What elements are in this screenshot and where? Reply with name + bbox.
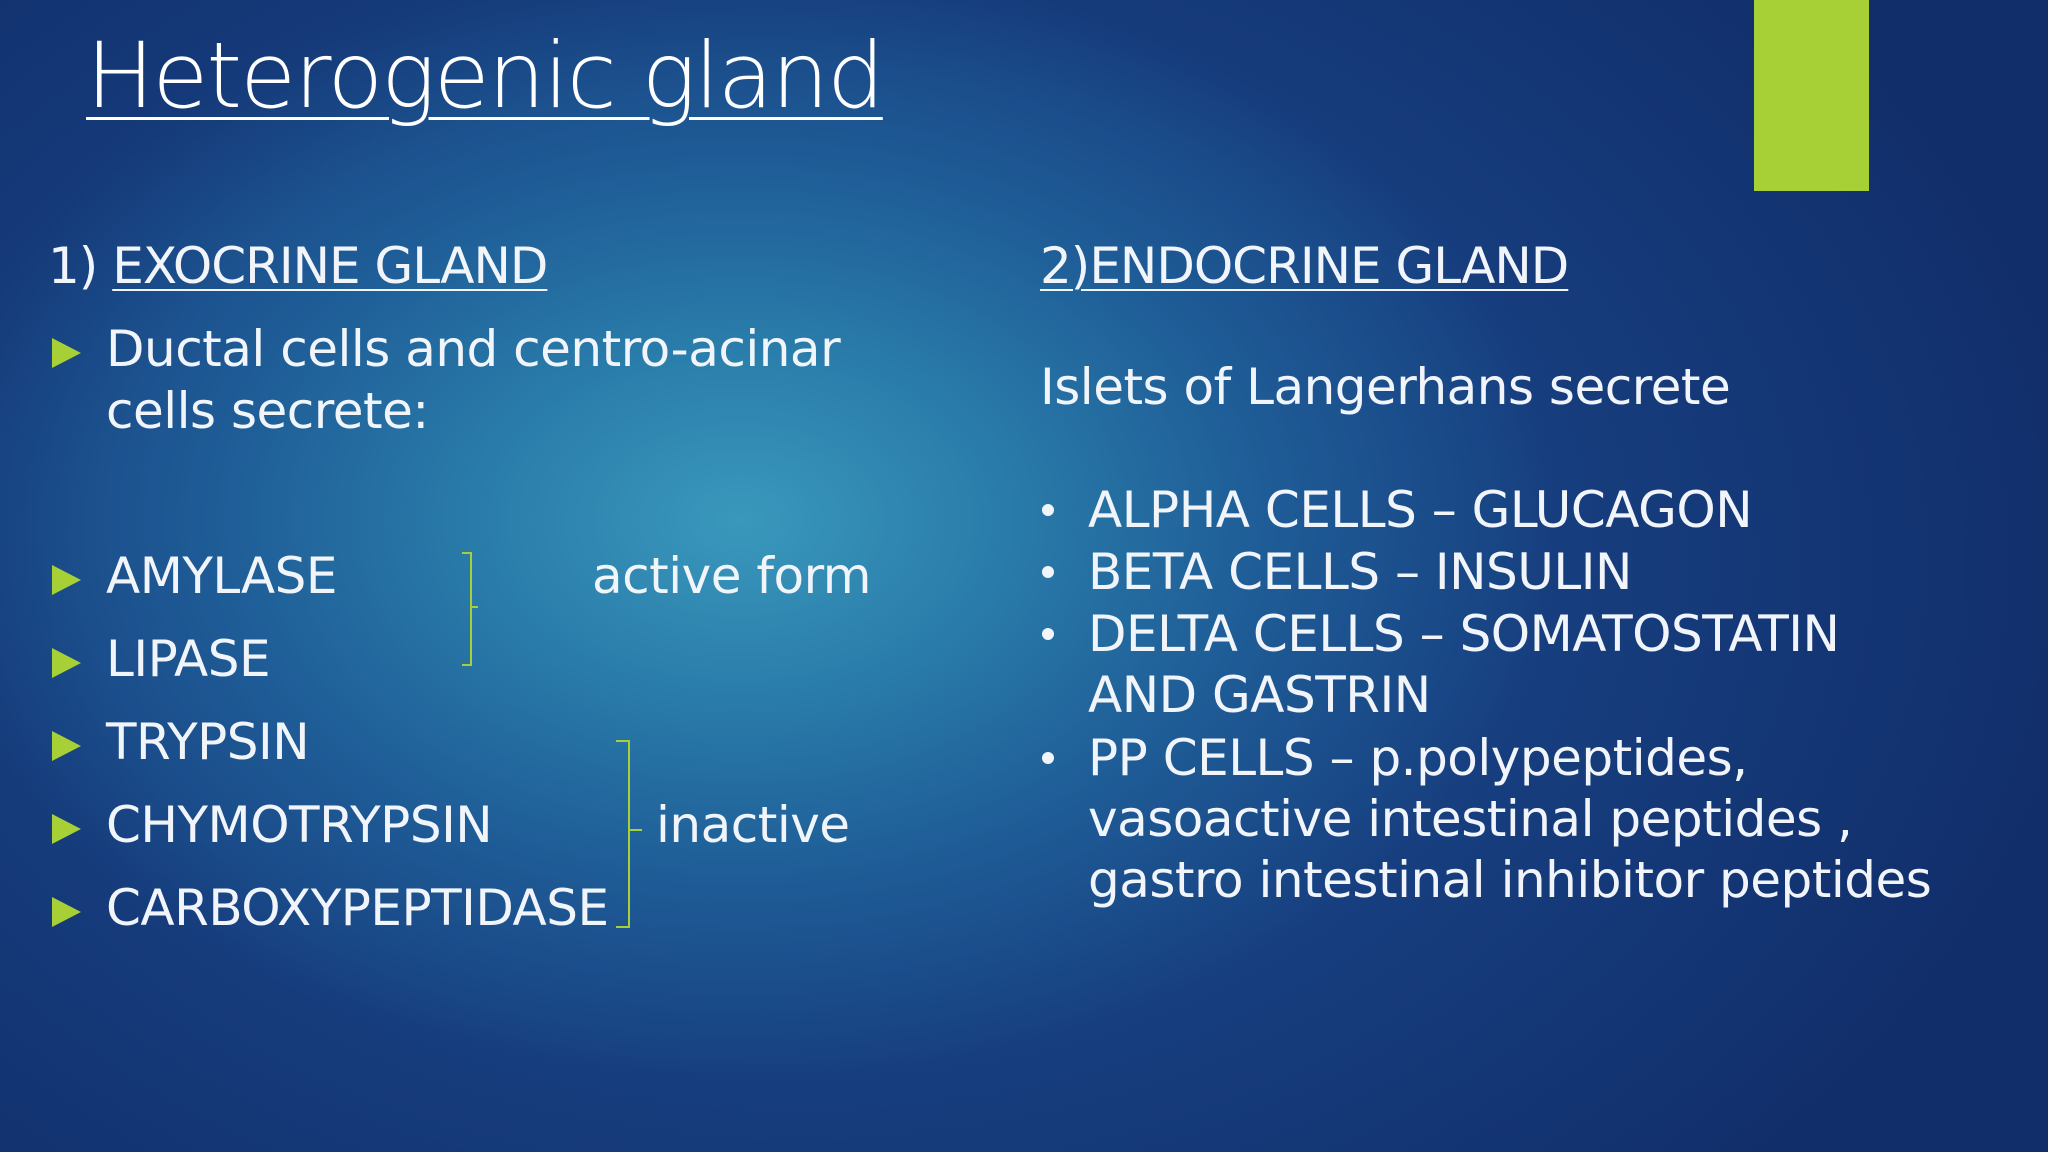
endocrine-heading-text: 2)ENDOCRINE GLAND bbox=[1040, 237, 1569, 295]
bullet-arrow-icon bbox=[52, 338, 81, 368]
active-form-brace-tick bbox=[470, 606, 478, 608]
inactive-label: inactive bbox=[656, 796, 850, 854]
exocrine-heading: 1) EXOCRINE GLAND bbox=[48, 236, 548, 296]
bullet-arrow-icon bbox=[52, 565, 81, 595]
enzyme-item: LIPASE bbox=[106, 630, 271, 688]
bullet-dot-icon bbox=[1042, 504, 1054, 516]
exocrine-heading-text: EXOCRINE GLAND bbox=[112, 237, 548, 295]
exocrine-intro-line2: cells secrete: bbox=[106, 382, 429, 440]
bullet-dot-icon bbox=[1042, 628, 1054, 640]
endocrine-intro: Islets of Langerhans secrete bbox=[1040, 358, 1731, 416]
bullet-dot-icon bbox=[1042, 566, 1054, 578]
endocrine-heading: 2)ENDOCRINE GLAND bbox=[1040, 236, 1569, 296]
inactive-brace-tick bbox=[628, 829, 642, 831]
endocrine-bullet-continuation: gastro intestinal inhibitor peptides bbox=[1088, 851, 1932, 909]
accent-bar bbox=[1754, 0, 1869, 191]
endocrine-bullet-continuation: vasoactive intestinal peptides , bbox=[1088, 790, 1853, 848]
slide-title: Heterogenic gland bbox=[86, 24, 885, 129]
exocrine-heading-number: 1) bbox=[48, 237, 98, 295]
endocrine-bullet: ALPHA CELLS – GLUCAGON bbox=[1088, 481, 1753, 539]
endocrine-bullet: PP CELLS – p.polypeptides, bbox=[1088, 729, 1748, 787]
enzyme-item: CHYMOTRYPSIN bbox=[106, 796, 493, 854]
bullet-arrow-icon bbox=[52, 731, 81, 761]
endocrine-bullet: DELTA CELLS – SOMATOSTATIN bbox=[1088, 605, 1840, 663]
enzyme-item: AMYLASE bbox=[106, 547, 337, 605]
enzyme-item: TRYPSIN bbox=[106, 713, 310, 771]
bullet-arrow-icon bbox=[52, 814, 81, 844]
enzyme-item: CARBOXYPEPTIDASE bbox=[106, 879, 609, 937]
bullet-arrow-icon bbox=[52, 897, 81, 927]
active-form-brace bbox=[462, 552, 472, 666]
endocrine-bullet: BETA CELLS – INSULIN bbox=[1088, 543, 1632, 601]
active-form-label: active form bbox=[592, 547, 871, 605]
bullet-arrow-icon bbox=[52, 648, 81, 678]
endocrine-bullet-continuation: AND GASTRIN bbox=[1088, 666, 1431, 724]
bullet-dot-icon bbox=[1042, 752, 1054, 764]
exocrine-intro-line1: Ductal cells and centro-acinar bbox=[106, 320, 841, 378]
inactive-brace bbox=[616, 740, 630, 928]
